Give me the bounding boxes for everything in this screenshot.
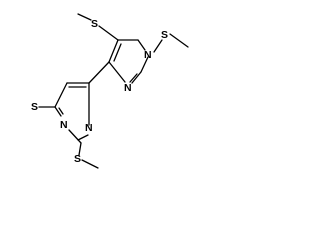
nitrogen-atom-upper-bottom: N [124,82,132,94]
bond [58,107,64,115]
bond [140,56,149,73]
bonds [38,13,189,169]
bond [54,106,62,117]
bond [77,13,92,21]
bond [68,129,82,144]
atom-labels: S S N N S N N S [31,18,168,165]
bond [113,43,122,62]
sulfur-atom-lower-bottom: S [74,153,81,165]
nitrogen-atom-upper-right: N [144,49,152,61]
bond [108,39,119,63]
bond [131,71,142,84]
bond [137,39,146,51]
bond [129,73,138,83]
bond [81,159,99,169]
sulfur-atom-lower-left: S [31,101,38,113]
bond [108,61,126,83]
nitrogen-atom-lower-right: N [85,122,93,134]
bond [88,61,110,84]
sulfur-atom-upper-right: S [161,29,168,41]
nitrogen-atom-lower-left: N [60,119,68,131]
bond [54,82,68,108]
molecule-structure: S S N N S N N S [31,13,189,169]
bond [78,142,82,156]
bond [98,25,119,41]
bond [153,39,163,53]
sulfur-atom-upper-left: S [91,18,98,30]
bond [77,134,89,141]
bond [169,33,189,48]
